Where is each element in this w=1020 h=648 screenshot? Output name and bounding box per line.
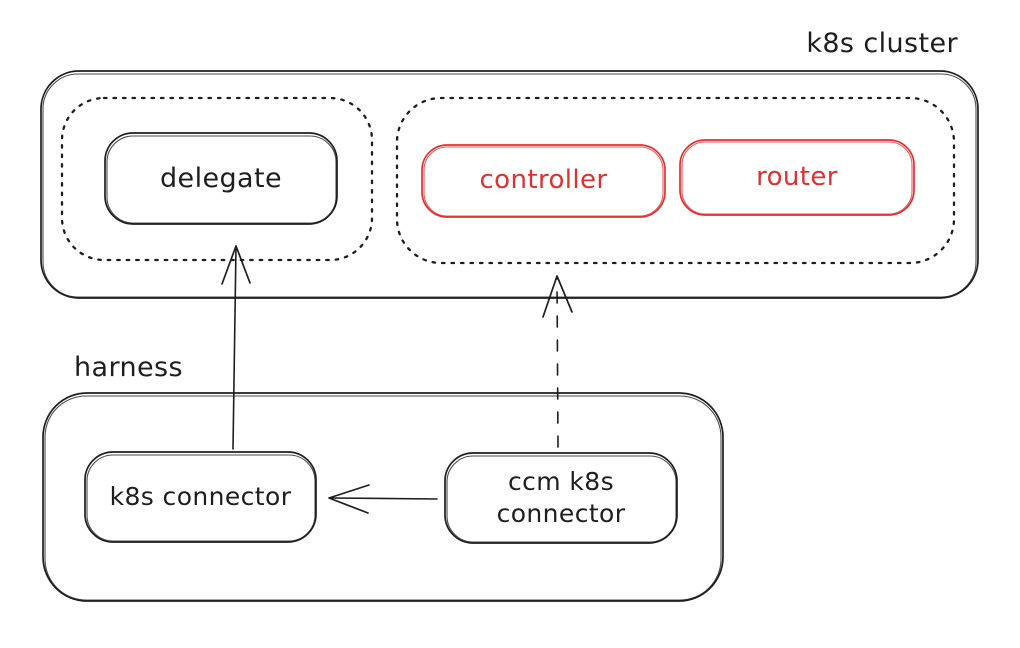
ccm-k8s-connector-label: ccm k8s connector bbox=[496, 466, 626, 529]
delegate-box bbox=[104, 132, 338, 225]
k8s-cluster-label: k8s cluster bbox=[806, 28, 958, 60]
k8s-connector-box bbox=[84, 451, 317, 543]
controller-box bbox=[421, 144, 666, 218]
router-box bbox=[679, 139, 915, 216]
edge-ccm-connector-to-gateway-group bbox=[542, 275, 573, 448]
ccm-k8s-connector-box bbox=[444, 452, 678, 544]
router-label: router bbox=[756, 161, 838, 192]
k8s-connector-label: k8s connector bbox=[109, 481, 292, 511]
k8s-cluster-box bbox=[40, 70, 979, 299]
harness-label: harness bbox=[74, 352, 183, 384]
delegate-group-box bbox=[60, 96, 374, 262]
delegate-label: delegate bbox=[160, 162, 282, 194]
controller-label: controller bbox=[479, 164, 608, 195]
harness-box bbox=[42, 392, 724, 602]
edge-k8s-connector-to-delegate bbox=[221, 245, 251, 450]
edge-ccm-connector-to-k8s-connector bbox=[328, 484, 438, 514]
